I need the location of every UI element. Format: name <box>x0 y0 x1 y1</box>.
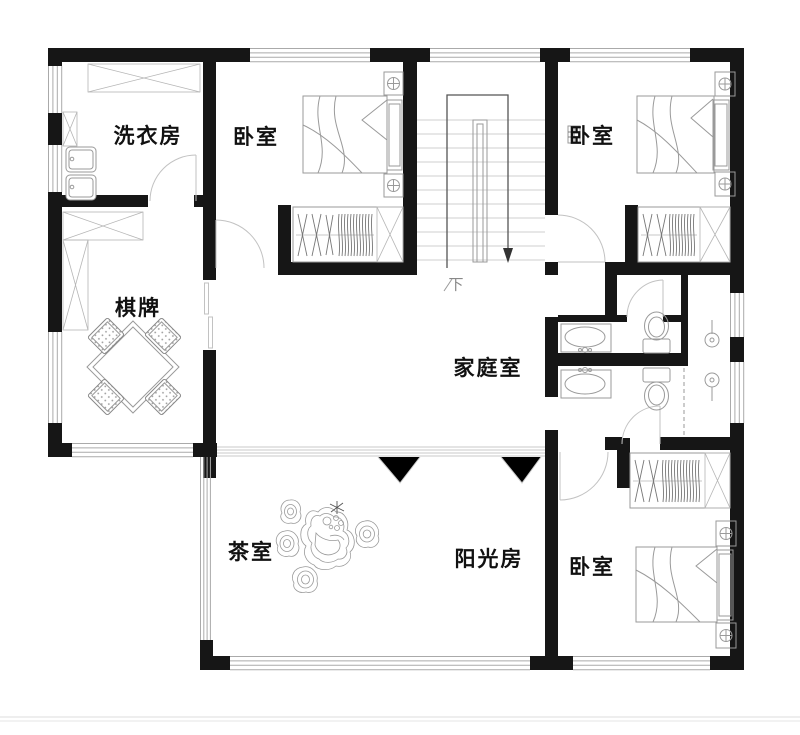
toilet-icon <box>642 311 671 354</box>
bedroom-top-middle-furniture <box>292 71 404 263</box>
nightstand-icon <box>714 171 736 197</box>
bedroom-bottom-right-furniture <box>629 452 737 649</box>
sunroom-opening-track <box>217 446 545 484</box>
door-bedroom-middle <box>215 219 265 269</box>
stairs-down-label: 下 <box>448 276 464 294</box>
games-room-furniture <box>62 211 182 416</box>
room-label-bedroom-bottom-right: 卧室 <box>569 556 615 579</box>
rockery-decoration <box>275 499 380 593</box>
chair-icon <box>144 378 182 416</box>
bedroom-top-right-furniture <box>567 71 736 263</box>
plant-icon <box>329 501 345 514</box>
bed-icon <box>302 95 403 174</box>
staircase <box>417 94 545 292</box>
sink-icon <box>560 367 612 399</box>
stair-tick <box>443 278 453 292</box>
opening-mark-icon <box>500 456 542 484</box>
door-laundry <box>149 154 197 202</box>
bed-icon <box>636 95 730 174</box>
laundry-furniture <box>62 63 201 201</box>
room-label-games-room: 棋牌 <box>115 297 161 320</box>
opening-mark-icon <box>377 456 421 484</box>
laundry-counter <box>62 63 201 147</box>
wardrobe-icon <box>629 452 731 509</box>
door-bathroom-lower <box>621 405 661 445</box>
terrace-lines <box>0 716 800 722</box>
nightstand-icon <box>383 173 404 198</box>
doors <box>149 154 664 501</box>
door-bedroom-bottom-right <box>559 451 609 501</box>
nightstand-icon <box>714 71 736 97</box>
chair-icon <box>87 378 125 416</box>
room-label-family-room: 家庭室 <box>453 357 523 380</box>
chair-icon <box>87 317 125 355</box>
shower-icon <box>704 372 720 401</box>
bathroom-upper-fixtures <box>560 311 720 354</box>
windows <box>48 48 745 671</box>
sliding-door-games-room <box>204 282 213 349</box>
washing-machine-icon <box>65 174 97 201</box>
stair-arrow-icon <box>503 248 513 263</box>
room-label-bedroom-top-middle: 卧室 <box>233 126 279 149</box>
stair-railing <box>472 119 488 263</box>
shower-icon <box>704 320 720 348</box>
wall-panel-icon <box>567 125 581 144</box>
interior-walls <box>62 62 744 488</box>
room-label-sunroom: 阳光房 <box>454 548 524 571</box>
bed-icon <box>635 546 734 623</box>
room-label-tea-room: 茶室 <box>228 541 274 564</box>
washing-machine-icon <box>65 146 97 173</box>
chair-icon <box>144 317 182 355</box>
wardrobe-icon <box>292 206 404 263</box>
room-label-laundry: 洗衣房 <box>113 125 183 148</box>
nightstand-icon <box>383 71 404 96</box>
toilet-icon <box>642 367 671 411</box>
door-bedroom-top-right <box>557 214 606 263</box>
stair-direction-line <box>446 94 509 268</box>
games-room-counter <box>62 211 144 331</box>
nightstand-icon <box>715 520 737 547</box>
sink-icon <box>560 323 612 353</box>
nightstand-icon <box>715 622 737 649</box>
exterior-walls <box>48 48 744 670</box>
room-label-bedroom-top-right: 卧室 <box>569 125 615 148</box>
bathroom-lower-fixtures <box>560 367 720 436</box>
wardrobe-icon <box>637 206 731 263</box>
door-bathroom-upper <box>626 279 664 318</box>
